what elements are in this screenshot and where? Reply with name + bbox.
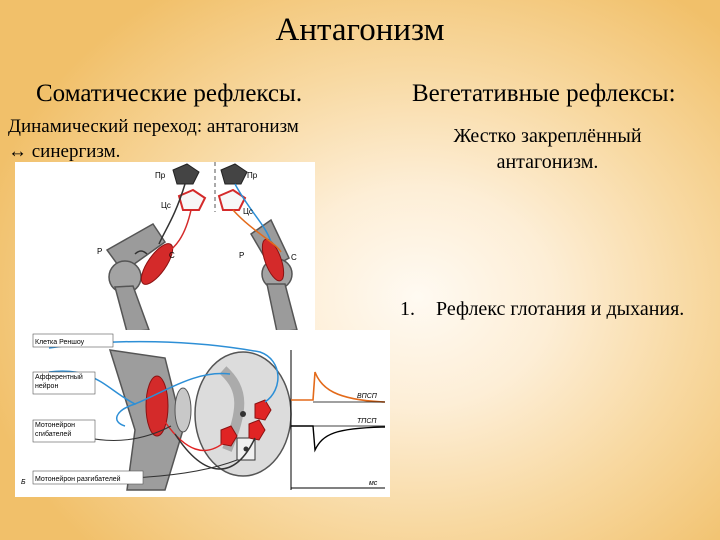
label-s-right: С: [291, 253, 297, 262]
somatic-heading: Соматические рефлексы.: [36, 80, 303, 107]
slide-title: Антагонизм: [275, 12, 445, 48]
vegetative-heading: Вегетативные рефлексы:: [412, 80, 676, 107]
label-afferent: Афферентный нейрон: [35, 374, 83, 390]
renshaw-inhibition-diagram: Клетка Реншоу Афферентный нейрон Мотоней…: [15, 330, 390, 497]
vegetative-subtext: Жестко закреплённый антагонизм.: [453, 125, 642, 173]
label-ts-right: Цс: [243, 207, 253, 216]
list-item: 1. Рефлекс глотания и дыхания.: [400, 295, 700, 323]
label-s-left: С: [169, 251, 175, 260]
right-leg: [250, 218, 298, 332]
label-ms: мс: [369, 480, 378, 487]
spinal-neurons: [172, 163, 248, 211]
list-item-text: Рефлекс глотания и дыхания.: [436, 298, 685, 320]
label-renshaw: Клетка Реншоу: [35, 339, 85, 346]
label-pr-left: Пр: [155, 171, 166, 180]
potential-traces: ВПСП ТПСП мс: [290, 350, 386, 490]
somatic-subtext: Динамический переход: антагонизм ↔ синер…: [8, 116, 299, 162]
list-item-number: 1.: [400, 298, 415, 320]
left-muscle: [140, 243, 174, 285]
label-flexor-motoneuron: Мотонейрон сгибателей: [35, 422, 75, 438]
label-extensor-motoneuron: Мотонейрон разгибателей: [35, 475, 121, 483]
right-muscle: [261, 238, 285, 282]
leg-section: [108, 349, 192, 491]
leg-reflex-diagram: Пр Пр Цс Цс Р С Р С: [15, 162, 315, 332]
reflex-list: 1. Рефлекс глотания и дыхания.: [400, 295, 700, 323]
label-vpsp: ВПСП: [357, 393, 378, 400]
label-ts-left: Цс: [161, 201, 171, 210]
label-r-right: Р: [239, 251, 244, 260]
label-b: Б: [21, 479, 26, 486]
label-r-left: Р: [97, 247, 102, 256]
label-pr-right: Пр: [247, 171, 258, 180]
label-tpsp: ТПСП: [357, 418, 377, 425]
motor-neurons: [220, 399, 272, 447]
